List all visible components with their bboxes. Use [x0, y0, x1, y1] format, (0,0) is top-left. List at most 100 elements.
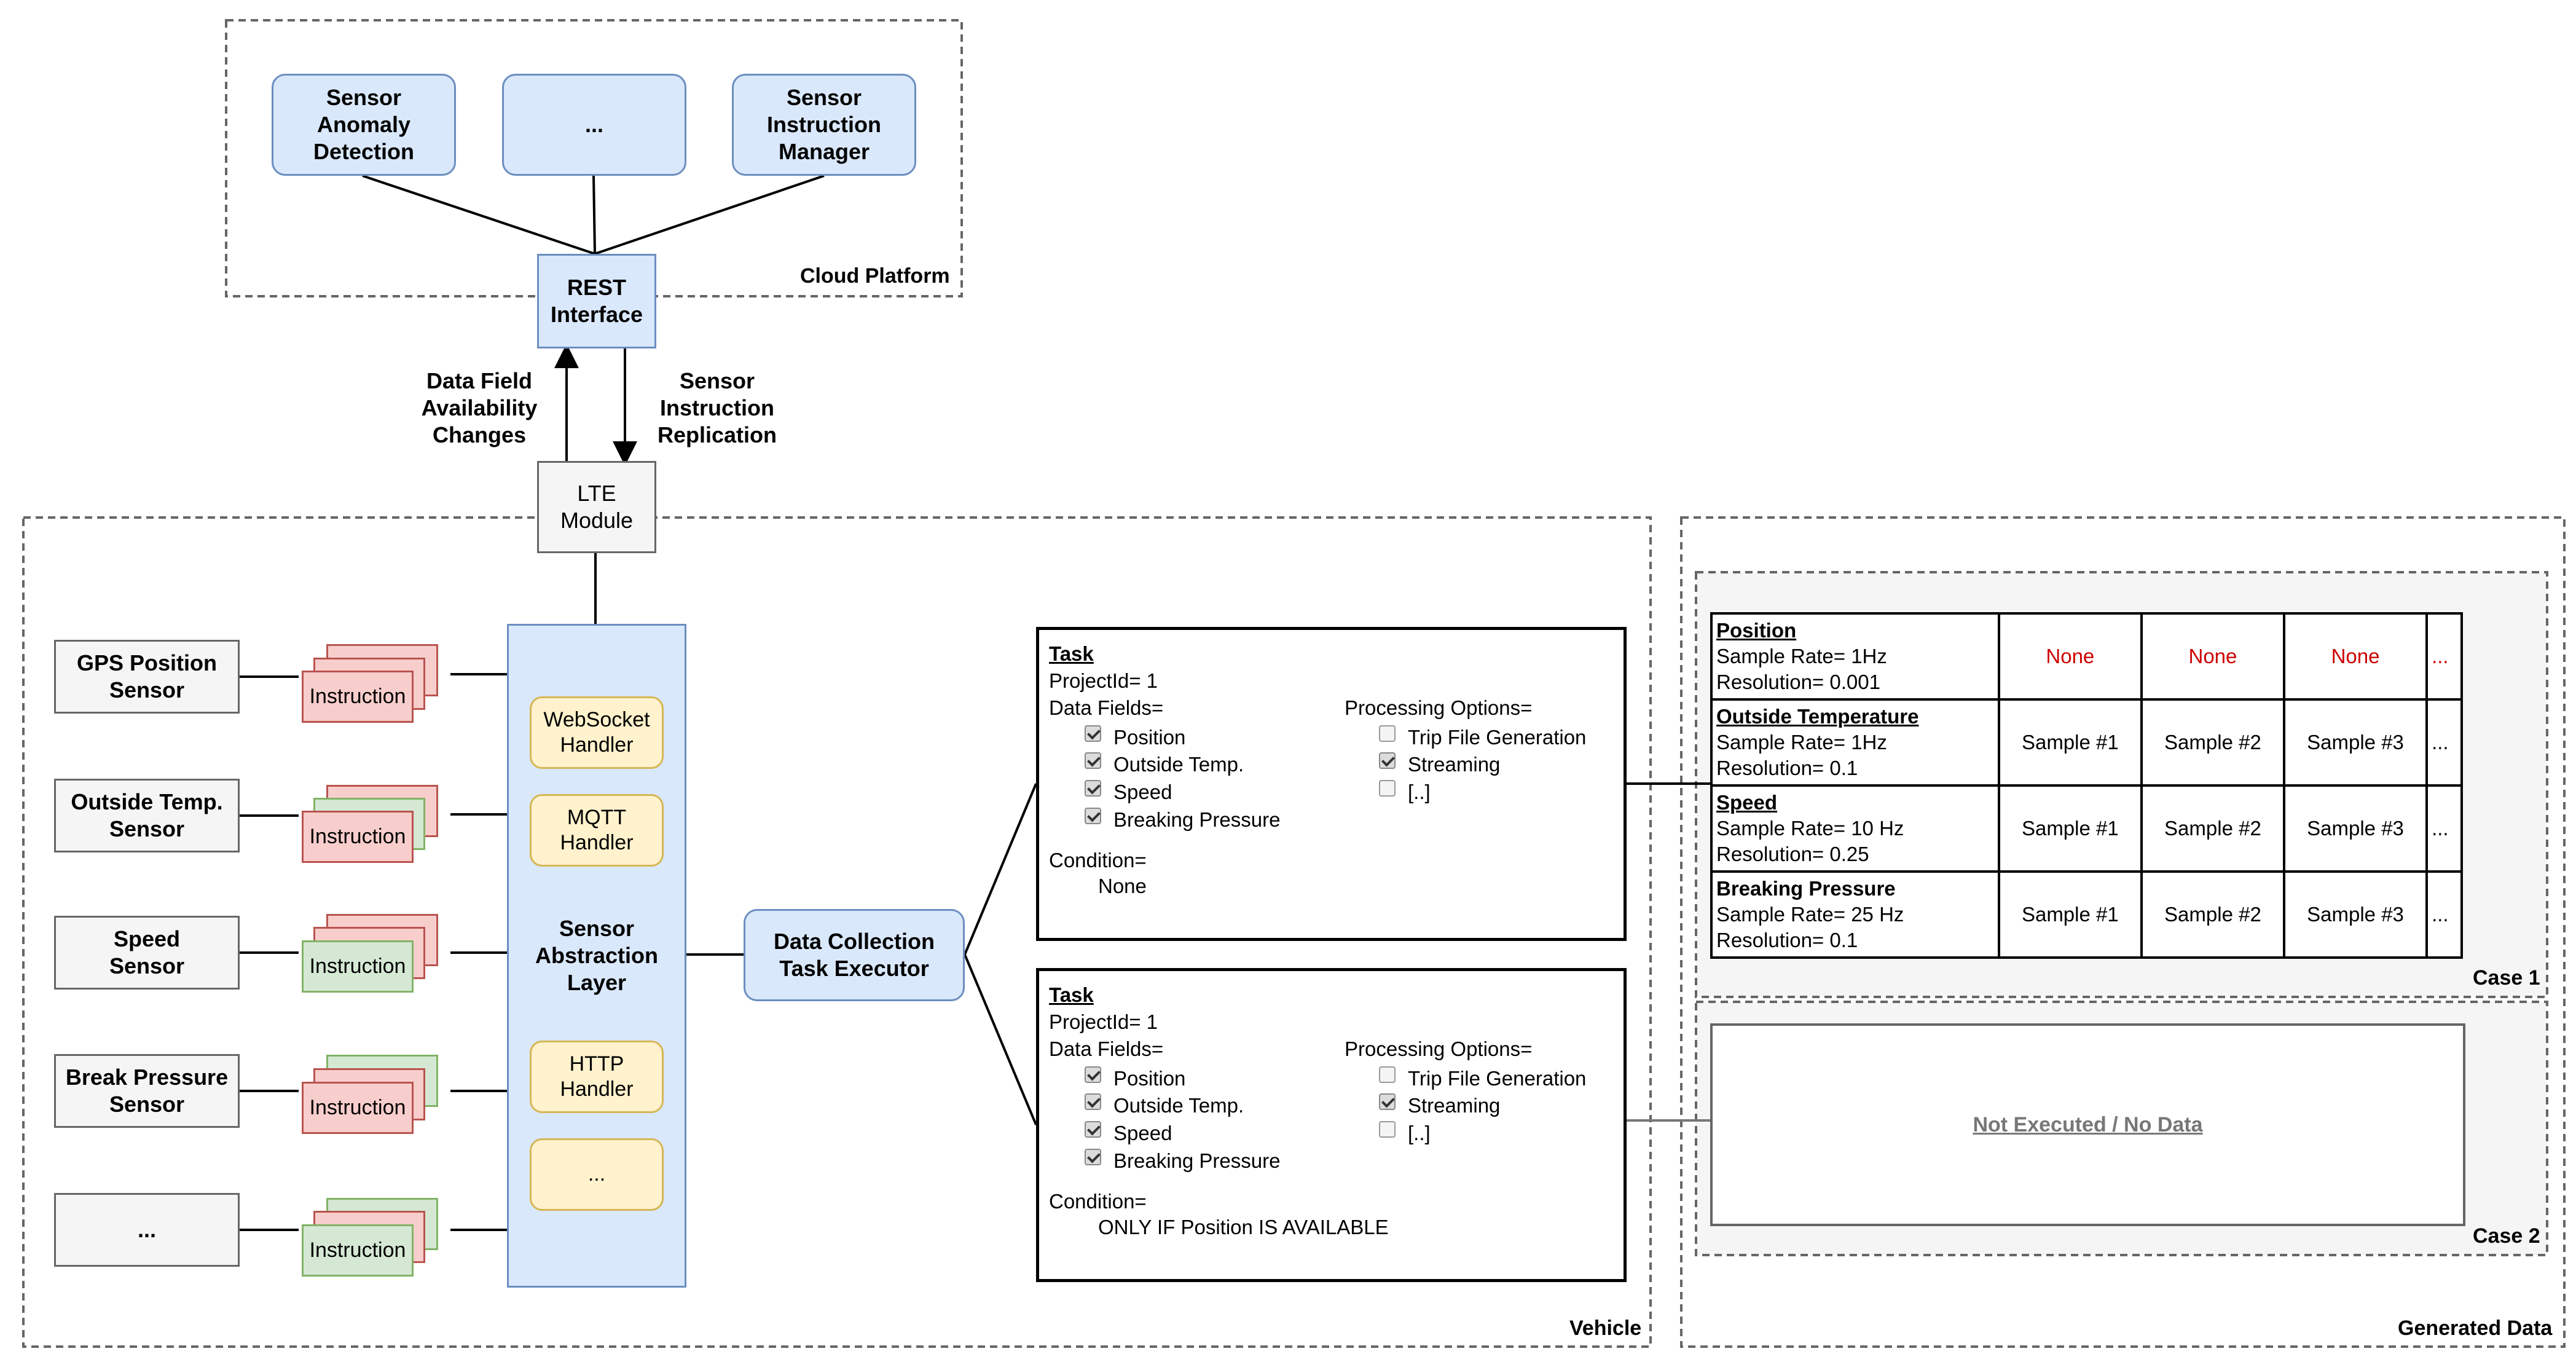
checkbox-speed[interactable]: [1085, 780, 1101, 797]
option-label: [..]: [1408, 1122, 1431, 1144]
checkbox-speed[interactable]: [1085, 1121, 1101, 1138]
vehicle-label: Vehicle: [1569, 1317, 1642, 1340]
vehicle-container: [22, 516, 1652, 1348]
case1-label: Case 1: [2473, 966, 2540, 990]
more-samples-cell: ...: [2425, 698, 2463, 787]
task-title: Task: [1049, 642, 1094, 665]
task-card[interactable]: Task ProjectId= 1 Data Fields= Position …: [1036, 968, 1627, 1282]
instruction-outside-temp[interactable]: Instruction: [302, 811, 414, 863]
field-label: Outside Temp.: [1113, 753, 1244, 776]
instruction-speed[interactable]: Instruction: [302, 940, 414, 993]
no-data-placeholder: Not Executed / No Data: [1710, 1023, 2465, 1226]
sensor-gps-position[interactable]: GPS Position Sensor: [54, 640, 240, 714]
sensor-break-pressure[interactable]: Break Pressure Sensor: [54, 1054, 240, 1128]
checkbox-more-options[interactable]: [1379, 780, 1396, 797]
instruction-break-pressure[interactable]: Instruction: [302, 1082, 414, 1134]
task-condition-value: ONLY IF Position IS AVAILABLE: [1098, 1216, 1389, 1238]
checkbox-trip-file-generation[interactable]: [1379, 725, 1396, 742]
field-label: Speed: [1113, 1122, 1172, 1144]
option-label: Trip File Generation: [1408, 726, 1587, 749]
field-label: Outside Temp.: [1113, 1094, 1244, 1117]
task-condition-value: None: [1098, 875, 1147, 897]
sample-cell: Sample #3: [2282, 784, 2429, 873]
task-project-id: ProjectId= 1: [1049, 1010, 1158, 1033]
option-label: Streaming: [1408, 753, 1501, 776]
task-card[interactable]: Task ProjectId= 1 Data Fields= Position …: [1036, 627, 1627, 941]
sensor-abstraction-layer-label: Sensor Abstraction Layer: [535, 916, 659, 995]
service-anomaly-detection[interactable]: Sensor Anomaly Detection: [272, 74, 456, 176]
checkbox-breaking-pressure[interactable]: [1085, 1149, 1101, 1165]
sensor-speed[interactable]: Speed Sensor: [54, 916, 240, 990]
handler-more[interactable]: ...: [530, 1138, 664, 1211]
checkbox-outside-temp[interactable]: [1085, 752, 1101, 769]
instruction-replication-label: Sensor Instruction Replication: [657, 368, 777, 447]
cloud-platform-label: Cloud Platform: [800, 264, 950, 288]
option-label: Trip File Generation: [1408, 1067, 1587, 1090]
checkbox-streaming[interactable]: [1379, 752, 1396, 769]
mqtt-handler[interactable]: MQTT Handler: [530, 794, 664, 867]
rest-interface[interactable]: REST Interface: [537, 254, 656, 348]
sample-cell: None: [2140, 612, 2285, 701]
field-label: Speed: [1113, 781, 1172, 803]
instruction-gps[interactable]: Instruction: [302, 671, 414, 723]
generated-data-container: [1680, 516, 2566, 1348]
sample-cell: Sample #1: [1997, 698, 2143, 787]
sample-cell: Sample #2: [2140, 870, 2285, 959]
sample-cell: Sample #1: [1997, 784, 2143, 873]
websocket-handler[interactable]: WebSocket Handler: [530, 696, 664, 769]
sensor-more[interactable]: ...: [54, 1193, 240, 1267]
task-processing-options-label: Processing Options=: [1345, 1037, 1533, 1060]
sample-cell: Sample #2: [2140, 784, 2285, 873]
option-label: Streaming: [1408, 1094, 1501, 1117]
http-handler[interactable]: HTTP Handler: [530, 1041, 664, 1113]
checkbox-outside-temp[interactable]: [1085, 1093, 1101, 1110]
sample-cell: Sample #1: [1997, 870, 2143, 959]
connector-manager-rest: [594, 175, 825, 255]
generated-data-label: Generated Data: [2398, 1317, 2553, 1340]
field-label: Position: [1113, 726, 1186, 749]
sample-cell: Sample #3: [2282, 870, 2429, 959]
sample-cell: Sample #2: [2140, 698, 2285, 787]
task-project-id: ProjectId= 1: [1049, 669, 1158, 692]
checkbox-more-options[interactable]: [1379, 1121, 1396, 1138]
instruction-more[interactable]: Instruction: [302, 1224, 414, 1277]
service-more[interactable]: ...: [502, 74, 686, 176]
checkbox-position[interactable]: [1085, 725, 1101, 742]
connector-executor-task2: [964, 954, 1037, 1125]
more-samples-cell: ...: [2425, 612, 2463, 701]
task-data-fields-label: Data Fields=: [1049, 696, 1164, 719]
sample-cell: None: [2282, 612, 2429, 701]
connector-anomaly-rest: [362, 175, 595, 255]
data-collection-task-executor[interactable]: Data Collection Task Executor: [744, 909, 965, 1001]
checkbox-streaming[interactable]: [1379, 1093, 1396, 1110]
service-instruction-manager[interactable]: Sensor Instruction Manager: [732, 74, 916, 176]
sample-cell: None: [1997, 612, 2143, 701]
connector-executor-task1: [964, 783, 1037, 955]
field-label: Breaking Pressure: [1113, 808, 1281, 831]
sample-cell: Sample #3: [2282, 698, 2429, 787]
field-label: Position: [1113, 1067, 1186, 1090]
field-label: Breaking Pressure: [1113, 1149, 1281, 1172]
sensor-outside-temp[interactable]: Outside Temp. Sensor: [54, 779, 240, 852]
task-condition-label: Condition=: [1049, 849, 1147, 872]
option-label: [..]: [1408, 781, 1431, 803]
more-samples-cell: ...: [2425, 784, 2463, 873]
case2-label: Case 2: [2473, 1224, 2540, 1248]
task-title: Task: [1049, 983, 1094, 1006]
checkbox-position[interactable]: [1085, 1066, 1101, 1083]
more-samples-cell: ...: [2425, 870, 2463, 959]
task-data-fields-label: Data Fields=: [1049, 1037, 1164, 1060]
checkbox-breaking-pressure[interactable]: [1085, 808, 1101, 824]
checkbox-trip-file-generation[interactable]: [1379, 1066, 1396, 1083]
connector-dots-rest: [592, 175, 596, 254]
lte-module[interactable]: LTE Module: [537, 461, 656, 553]
